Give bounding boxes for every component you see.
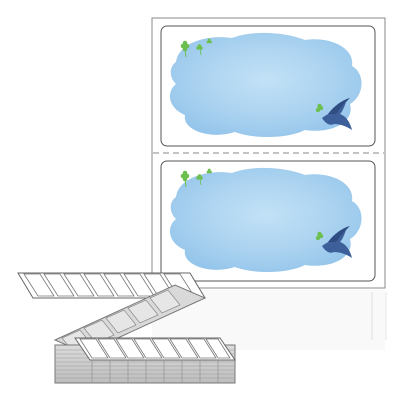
watercolor-cloud: [169, 32, 362, 137]
label-card: [160, 25, 376, 147]
fanfold-stack: [17, 272, 236, 384]
clover-icon: [180, 168, 212, 188]
swallow-bird-icon: [315, 226, 352, 258]
watercolor-cloud: [169, 167, 362, 272]
clover-icon: [180, 38, 212, 58]
label-card: [160, 160, 376, 282]
swallow-bird-icon: [315, 98, 352, 130]
